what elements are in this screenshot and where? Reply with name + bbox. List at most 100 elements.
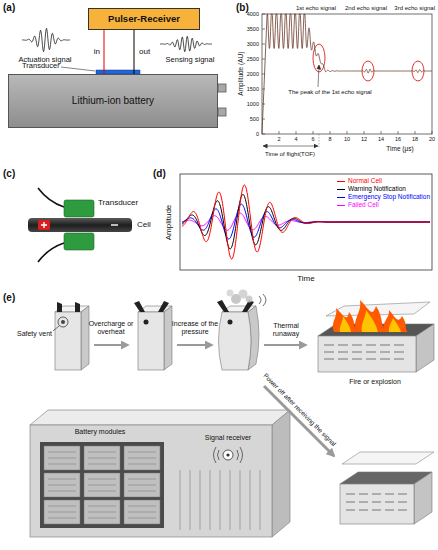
burning-module bbox=[383, 310, 408, 332]
tick-label: 16 bbox=[395, 136, 401, 142]
tick-label: 1500 bbox=[247, 86, 259, 92]
step-label: Thermal runaway bbox=[263, 322, 309, 338]
tick-label: 20 bbox=[429, 136, 435, 142]
plot-frame bbox=[262, 14, 432, 134]
safe-module bbox=[346, 494, 407, 510]
tick-label: 1000 bbox=[247, 101, 259, 107]
plus-symbol bbox=[41, 222, 47, 228]
node-text: Pulser-Receiver bbox=[108, 14, 180, 25]
positive-terminal bbox=[38, 220, 50, 230]
transducer-wire bbox=[38, 243, 64, 262]
prismatic-cell bbox=[57, 302, 62, 312]
legend-entry: Normal Cell bbox=[337, 177, 430, 185]
panel-label: (a) bbox=[3, 2, 15, 13]
tick-label: 2000 bbox=[247, 71, 259, 77]
tick-label: 2 bbox=[277, 136, 280, 142]
tick-label: 4000 bbox=[247, 11, 259, 17]
container bbox=[214, 447, 243, 463]
port-label: in bbox=[93, 48, 101, 57]
legend: Normal CellWarning NotificationEmergency… bbox=[337, 177, 430, 210]
container bbox=[30, 410, 290, 537]
prismatic-cell bbox=[134, 301, 145, 312]
prismatic-cell bbox=[55, 312, 81, 370]
container bbox=[30, 410, 290, 425]
tick-label: 3000 bbox=[247, 41, 259, 47]
swollen-cell bbox=[217, 290, 266, 371]
tick-label: 500 bbox=[250, 116, 259, 122]
burning-module bbox=[389, 318, 401, 332]
port-label: out bbox=[138, 48, 151, 57]
signal-wire bbox=[134, 30, 135, 74]
legend-text: Failed Cell bbox=[348, 201, 379, 208]
process-arrow bbox=[264, 386, 334, 456]
tick-label: 18 bbox=[412, 136, 418, 142]
container bbox=[272, 410, 290, 537]
battery-cell: Lithium-ion battery bbox=[8, 74, 218, 128]
container bbox=[40, 442, 164, 528]
annotation: 2nd echo signal bbox=[345, 5, 387, 12]
part-label: Safety vent bbox=[17, 330, 52, 338]
prismatic-cell bbox=[144, 320, 149, 325]
axis-title: Time bbox=[297, 275, 314, 284]
annotation: Time of flight(TOF) bbox=[265, 151, 315, 158]
legend-swatch bbox=[337, 205, 345, 206]
burning-module bbox=[333, 308, 357, 332]
transducer-block bbox=[64, 233, 94, 250]
prismatic-cell bbox=[53, 302, 89, 370]
burning-module bbox=[324, 345, 404, 359]
tick-label: 12 bbox=[361, 136, 367, 142]
prismatic-cell bbox=[138, 312, 164, 370]
panel-label: (e) bbox=[3, 292, 15, 303]
burning-module bbox=[416, 324, 434, 372]
legend-swatch bbox=[337, 189, 345, 190]
panel-label: (d) bbox=[153, 168, 166, 179]
axis-title: Amplitude (AU) bbox=[237, 52, 244, 96]
plot-frame bbox=[180, 174, 432, 270]
tick-label: 4 bbox=[294, 136, 297, 142]
annotation: 3rd echo signal bbox=[394, 5, 435, 12]
safe-module bbox=[342, 452, 434, 464]
step-label: Overcharge or overheat bbox=[86, 320, 136, 336]
legend-text: Normal Cell bbox=[348, 177, 382, 184]
container bbox=[180, 470, 260, 530]
container bbox=[48, 452, 156, 518]
process-arrow bbox=[177, 344, 212, 346]
ultrasonic-signal bbox=[262, 14, 432, 134]
part-label: Cell bbox=[137, 221, 151, 230]
safe-module bbox=[340, 452, 434, 524]
part-label: Transducer bbox=[22, 62, 60, 70]
step-label: Power off after receiving the signal bbox=[262, 372, 338, 448]
pointer-arrow bbox=[318, 65, 319, 87]
burning-module bbox=[362, 310, 378, 332]
tof-marker bbox=[319, 134, 320, 147]
battery-terminal bbox=[218, 84, 226, 92]
axis-title: Time (μs) bbox=[386, 145, 413, 152]
signal-wire bbox=[104, 30, 105, 74]
transducer-wire bbox=[38, 188, 64, 207]
prismatic-cell bbox=[158, 301, 169, 312]
legend-text: Emergency Stop Notification bbox=[348, 193, 430, 200]
prismatic-cell bbox=[134, 301, 172, 370]
actuation-waveform bbox=[22, 28, 70, 51]
prismatic-cell bbox=[164, 306, 172, 370]
tick-label: 6 bbox=[311, 136, 314, 142]
swollen-cell bbox=[259, 294, 266, 306]
signal-label: Sensing signal bbox=[166, 56, 215, 64]
tick-label: 0 bbox=[256, 131, 259, 137]
cell-waveform bbox=[182, 185, 430, 259]
battery-terminal bbox=[218, 108, 226, 116]
process-arrow bbox=[94, 344, 128, 346]
tick-label: 10 bbox=[344, 136, 350, 142]
swollen-cell bbox=[246, 296, 253, 303]
swollen-cell bbox=[228, 320, 233, 325]
prismatic-cell bbox=[58, 317, 68, 327]
prismatic-cell bbox=[75, 302, 80, 312]
sensing-waveform bbox=[160, 36, 212, 51]
prismatic-cell bbox=[53, 326, 59, 331]
step-label: Increase of the pressure bbox=[170, 320, 220, 336]
legend-text: Warning Notification bbox=[348, 185, 406, 192]
connectors bbox=[104, 30, 134, 74]
part-label: Signal receiver bbox=[205, 434, 251, 442]
